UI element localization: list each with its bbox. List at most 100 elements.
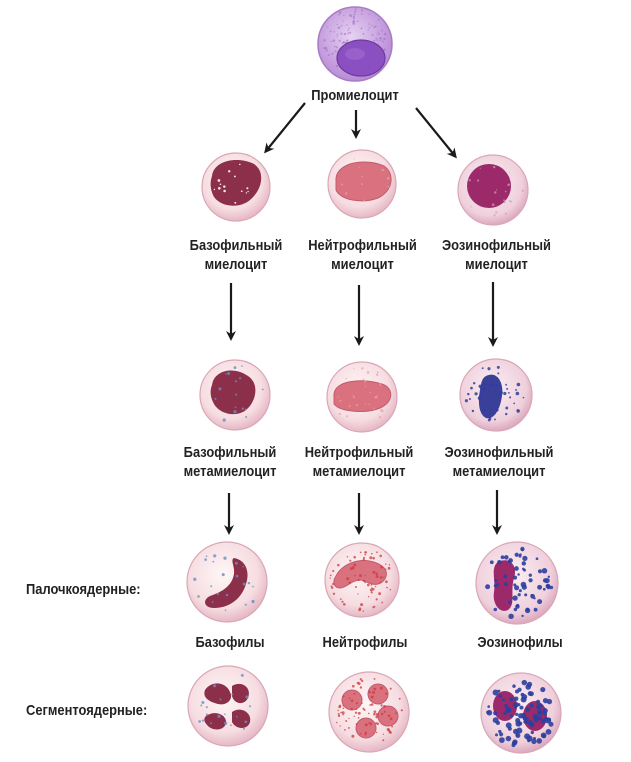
granule [205, 713, 208, 716]
granule [364, 385, 367, 388]
granule [198, 720, 201, 723]
granule [527, 738, 531, 743]
granule [506, 387, 509, 390]
granule [327, 54, 330, 57]
granule [362, 556, 366, 560]
granule [515, 712, 519, 717]
granule [363, 199, 366, 202]
granule [514, 566, 519, 571]
granule [239, 163, 241, 166]
granule [374, 585, 377, 588]
granule [224, 721, 228, 725]
granule [382, 733, 384, 735]
granule [364, 733, 367, 736]
granule [213, 554, 217, 558]
granule [544, 577, 550, 584]
granule [494, 579, 498, 583]
granule [344, 729, 346, 731]
granule [382, 576, 385, 579]
granule [516, 409, 520, 413]
granule [471, 409, 475, 413]
granule [504, 212, 507, 215]
granule [518, 589, 522, 593]
granule [355, 404, 358, 407]
granule [494, 418, 496, 421]
granule [352, 20, 356, 23]
granule [368, 712, 370, 715]
granule [375, 598, 378, 601]
granule [225, 372, 227, 375]
granule [481, 367, 484, 370]
granule [512, 684, 516, 688]
neutrophil-band-cell [324, 542, 400, 618]
granule [223, 556, 227, 560]
granule [515, 391, 520, 396]
granule [464, 399, 468, 403]
granule [339, 725, 341, 727]
granule [361, 175, 364, 178]
granule [244, 720, 248, 724]
granule [335, 64, 339, 68]
granule [213, 684, 217, 688]
granule [251, 600, 255, 604]
granule [341, 711, 345, 715]
granule [381, 168, 384, 172]
granule [205, 706, 208, 709]
granule [504, 412, 508, 416]
granule [241, 365, 243, 367]
granule [504, 704, 509, 708]
granule [472, 381, 476, 385]
granule [542, 708, 548, 714]
granule [362, 579, 366, 583]
granule [523, 568, 526, 572]
granule [375, 575, 379, 578]
granule [241, 407, 244, 410]
label-band-row: Палочкоядерные: [26, 581, 141, 598]
granule [357, 717, 360, 719]
granule [375, 715, 379, 719]
granule [217, 179, 221, 182]
granule [383, 705, 386, 708]
granule [219, 183, 222, 186]
granule [353, 367, 355, 370]
granule [340, 32, 343, 35]
granule [387, 566, 391, 570]
granule [356, 20, 359, 23]
granule [233, 410, 237, 414]
granule [353, 715, 356, 718]
granule [337, 396, 339, 398]
granule [532, 713, 539, 720]
granule [235, 715, 238, 718]
granule [334, 50, 337, 53]
basophil-band-cell [186, 541, 268, 623]
granule [491, 203, 495, 207]
granule [379, 39, 381, 42]
granule [514, 585, 520, 591]
granule [495, 189, 498, 191]
granule [493, 214, 496, 217]
granule [333, 45, 336, 48]
granule [326, 26, 328, 28]
granule [354, 574, 356, 577]
granule [209, 722, 212, 725]
granule [517, 687, 522, 692]
granule [242, 727, 245, 730]
granule [532, 736, 537, 741]
granule [385, 563, 387, 565]
granule [522, 715, 527, 721]
granule [354, 10, 357, 13]
granule [346, 415, 349, 418]
granule [494, 191, 497, 194]
granule [492, 165, 496, 169]
granule [493, 710, 498, 716]
granule [359, 732, 362, 735]
granule [369, 704, 372, 706]
granule [547, 575, 550, 578]
granule [352, 17, 355, 20]
granule [495, 211, 498, 214]
granule [470, 386, 473, 390]
granule [228, 170, 231, 173]
granule [349, 31, 352, 34]
neutrophil-myelocyte-cell [327, 149, 397, 219]
